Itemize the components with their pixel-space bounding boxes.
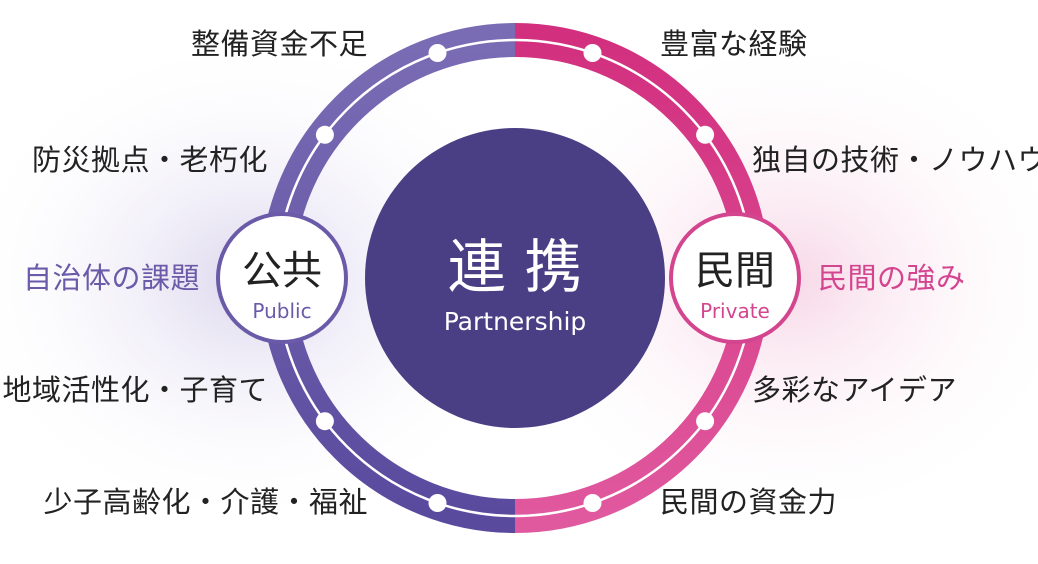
public-badge-title: 公共 [242,248,322,294]
public-badge-subtitle: Public [252,299,311,323]
center-subtitle: Partnership [444,307,587,336]
private-heading: 民間の強み [818,261,966,295]
center-circle [365,128,665,428]
private-item-2: 独自の技術・ノウハウ [752,143,1038,177]
private-item-4: 民間の資金力 [660,485,838,519]
ring-dot-4 [428,494,447,512]
public-badge [216,212,348,344]
ring-dot-5 [583,44,602,62]
ring-dot-6 [696,125,715,144]
ring-dot-2 [315,125,334,144]
center-title: 連 携 [448,233,582,301]
public-item-1: 整備資金不足 [190,27,368,61]
ring-dot-8 [583,494,602,512]
public-item-4: 少子高齢化・介護・福祉 [43,485,368,519]
ring-dot-1 [428,44,447,62]
private-item-3: 多彩なアイデア [752,373,958,407]
private-item-1: 豊富な経験 [660,27,808,61]
private-badge [669,212,801,344]
ring-dot-7 [696,412,715,431]
public-heading: 自治体の課題 [22,261,200,295]
private-badge-title: 民間 [695,248,775,294]
public-item-3: 地域活性化・子育て [2,373,268,407]
private-badge-subtitle: Private [700,299,770,323]
ring-dots [315,44,715,512]
public-item-2: 防災拠点・老朽化 [31,143,268,177]
ring-dot-3 [315,412,334,431]
